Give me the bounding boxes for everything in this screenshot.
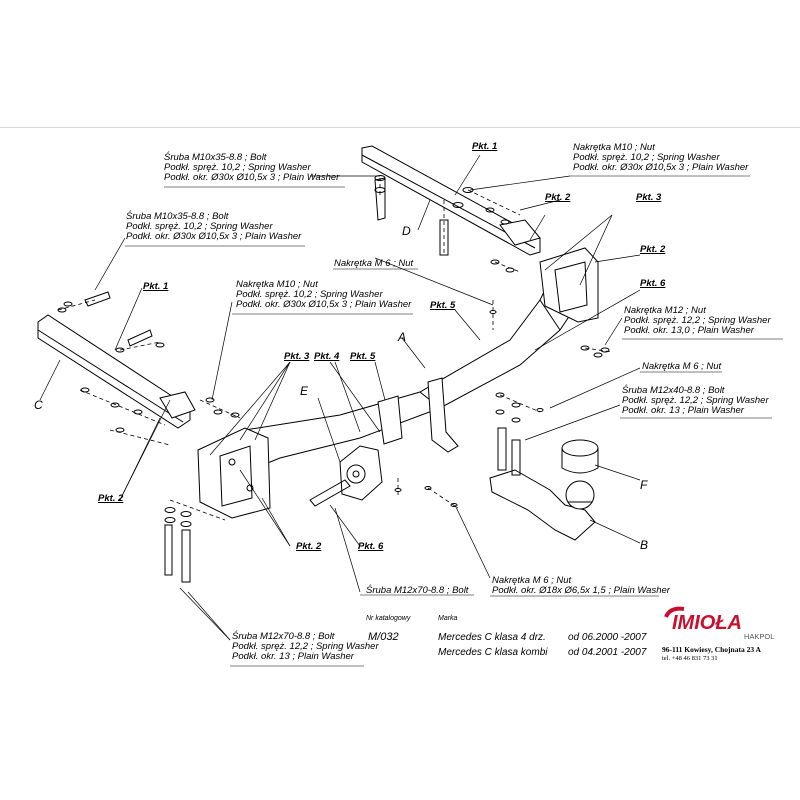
pkt6-bottom: Pkt. 6 (358, 541, 384, 552)
left-side-plate (197, 427, 271, 519)
label-nut-m12-right: Nakrętka M12 ; Nut Podkł. spręż. 12,2 ; … (624, 305, 771, 336)
pkt1-top: Pkt. 1 (472, 141, 498, 152)
bolts (84, 177, 521, 583)
imiola-logo: IMIOŁA HAKPOL (664, 606, 774, 641)
catalog-model-1: Mercedes C klasa 4 drz. (438, 632, 546, 643)
svg-text:IMIOŁA: IMIOŁA (672, 612, 742, 634)
catalog-marka-header: Marka (438, 615, 458, 622)
part-b-ball-neck (489, 469, 596, 541)
label-nut-m6-top: Nakrętka M 6 ; Nut (334, 258, 414, 269)
part-d-bracket-bar (361, 145, 541, 256)
assembly-dash-lines (57, 178, 613, 521)
pkt2-left: Pkt. 2 (98, 493, 124, 504)
catalog-period-2: od 04.2001 -2007 (568, 647, 647, 658)
label-underlines (125, 175, 783, 667)
pkt5-center: Pkt. 5 (350, 351, 376, 362)
pkt2-right: Pkt. 2 (640, 244, 666, 255)
catalog-period-1: od 06.2000 -2007 (568, 632, 647, 643)
part-label-a: A (398, 330, 407, 344)
middle-bracket (377, 377, 459, 453)
pkt3-center: Pkt. 3 (284, 351, 310, 362)
label-bolt-m12x70-mid: Śruba M12x70-8.8 ; Bolt (366, 585, 469, 596)
catalog-model-2: Mercedes C klasa kombi (438, 647, 548, 658)
company-phone: tel. +48 46 831 73 31 (662, 655, 718, 662)
label-nut-m6-right: Nakrętka M 6 ; Nut (642, 361, 722, 372)
label-bolt-m10-left: Śruba M10x35-8.8 ; Bolt Podkł. spręż. 10… (126, 211, 302, 242)
company-address: 96-111 Kowiesy, Chojnata 23 A (662, 645, 761, 654)
part-label-b: B (640, 538, 649, 552)
pkt2-topright: Pkt. 2 (545, 192, 571, 203)
part-c-bracket-bar (37, 314, 196, 429)
svg-text:HAKPOL: HAKPOL (744, 632, 774, 641)
part-f-ball-cover (561, 439, 599, 474)
pkt2-bottom: Pkt. 2 (296, 541, 322, 552)
pkt5-mid: Pkt. 5 (430, 300, 456, 311)
catalog-number: M/032 (368, 631, 399, 643)
label-nut-m10-topright: Nakrętka M10 ; Nut Podkł. spręż. 10,2 ; … (573, 142, 749, 173)
part-label-d: D (402, 224, 411, 238)
label-nut-m10-mid: Nakrętka M10 ; Nut Podkł. spręż. 10,2 ; … (236, 279, 412, 310)
washers (57, 175, 610, 527)
right-side-plate (539, 247, 599, 323)
label-nut-m6-bottom: Nakrętka M 6 ; Nut Podkł. okr. Ø18x Ø6,5… (492, 575, 670, 596)
pkt4-center: Pkt. 4 (314, 351, 340, 362)
part-e-socket-plate (339, 445, 383, 501)
label-bolt-m12x40-right: Śruba M12x40-8.8 ; Bolt Podkł. spręż. 12… (622, 385, 769, 416)
part-label-c: C (34, 398, 43, 412)
pkt6-right: Pkt. 6 (640, 278, 666, 289)
leader-lines (39, 154, 641, 641)
catalog-nr-header: Nr katalogowy (366, 615, 411, 622)
label-bolt-m10-top: Śruba M10x35-8.8 ; Bolt Podkł. spręż. 10… (164, 152, 340, 183)
pkt3-topright: Pkt. 3 (636, 192, 662, 203)
part-label-f: F (640, 478, 648, 492)
pkt1-left: Pkt. 1 (143, 281, 169, 292)
label-bolt-m12x70-bottom: Śruba M12x70-8.8 ; Bolt Podkł. spręż. 12… (232, 631, 379, 662)
part-label-e: E (300, 384, 309, 398)
top-divider (0, 127, 800, 128)
